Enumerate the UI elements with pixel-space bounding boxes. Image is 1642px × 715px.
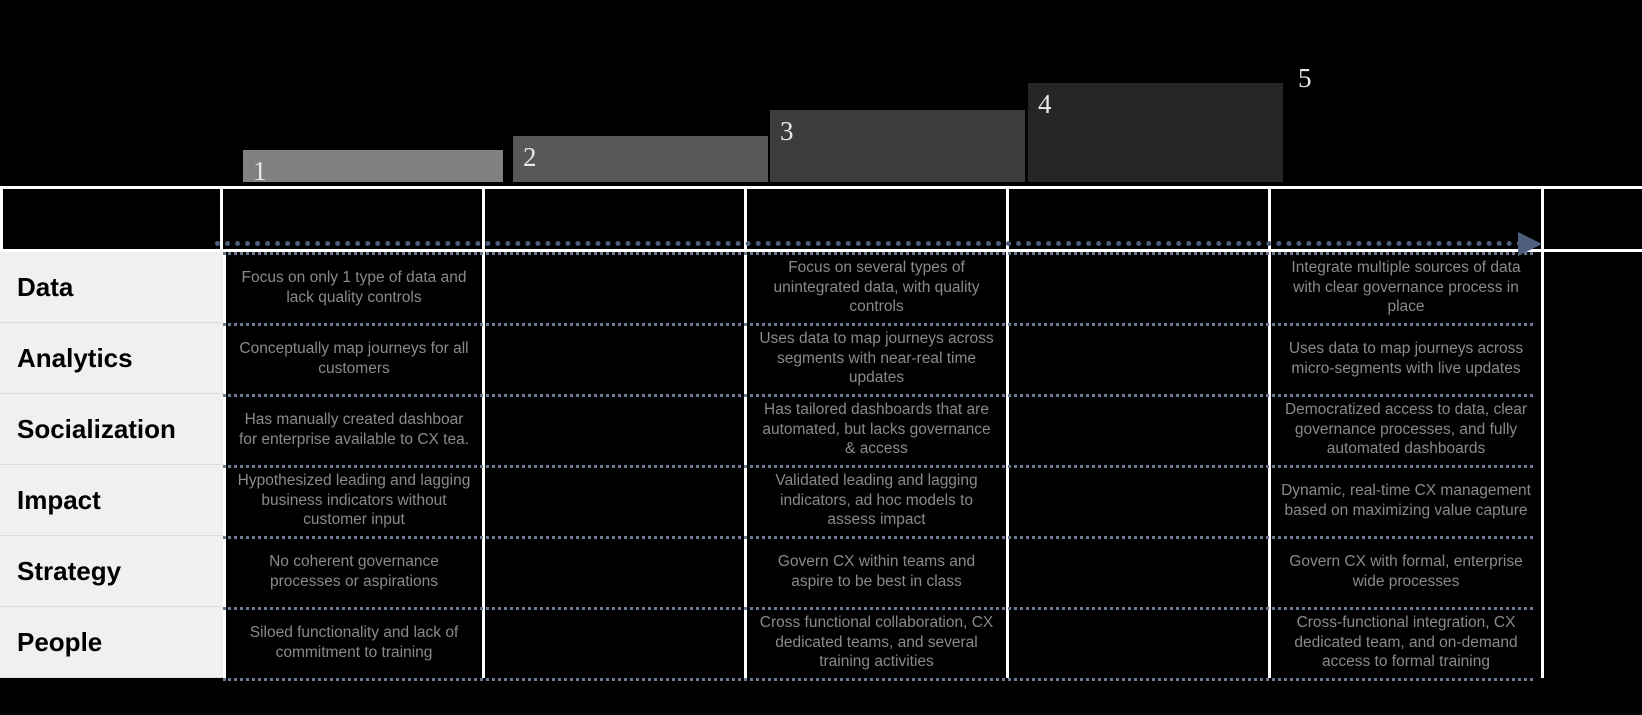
matrix-cell-socialization-level-5[interactable]: Democratized access to data, clear gover… [1271,394,1544,465]
staircase-step-label-2: 2 [523,142,537,172]
matrix-cell-strategy-level-1[interactable]: No coherent governance processes or aspi… [223,536,485,607]
matrix-cell-data-level-1[interactable]: Focus on only 1 type of data and lack qu… [223,252,485,323]
matrix-cell-people-level-4[interactable] [1009,607,1271,678]
matrix-cell-impact-level-5[interactable]: Dynamic, real-time CX management based o… [1271,465,1544,536]
matrix-cell-strategy-level-5[interactable]: Govern CX with formal, enterprise wide p… [1271,536,1544,607]
matrix-cell-socialization-level-4[interactable] [1009,394,1271,465]
staircase-step-label-3: 3 [780,116,794,146]
matrix-cell-strategy-level-4[interactable] [1009,536,1271,607]
staircase-step-4 [1028,83,1283,182]
matrix-column-header-5[interactable] [1271,189,1544,249]
matrix-cell-people-level-3[interactable]: Cross functional collaboration, CX dedic… [747,607,1009,678]
matrix-cell-socialization-level-1[interactable]: Has manually created dashboar for enterp… [223,394,485,465]
matrix-corner-header [0,189,223,249]
matrix-row-label-people: People [0,607,223,678]
matrix-row-label-analytics: Analytics [0,323,223,394]
maturity-staircase: 1 2 3 4 5 [0,0,1642,186]
matrix-column-header-1[interactable] [223,189,485,249]
staircase-step-label-5: 5 [1298,63,1312,93]
matrix-cell-people-level-5[interactable]: Cross-functional integration, CX dedicat… [1271,607,1544,678]
matrix-cell-people-level-1[interactable]: Siloed functionality and lack of commitm… [223,607,485,678]
row-separator [223,678,1533,681]
maturity-progression-arrow-line [215,241,1533,247]
matrix-cell-data-level-4[interactable] [1009,252,1271,323]
matrix-cell-impact-level-4[interactable] [1009,465,1271,536]
matrix-cell-strategy-level-2[interactable] [485,536,747,607]
matrix-cell-impact-level-3[interactable]: Validated leading and lagging indicators… [747,465,1009,536]
matrix-cell-analytics-level-4[interactable] [1009,323,1271,394]
matrix-cell-people-level-2[interactable] [485,607,747,678]
matrix-row-label-data: Data [0,252,223,323]
matrix-cell-data-level-2[interactable] [485,252,747,323]
matrix-cell-data-level-5[interactable]: Integrate multiple sources of data with … [1271,252,1544,323]
matrix-header-row [0,186,1642,252]
staircase-step-2 [513,136,768,182]
matrix-column-header-4[interactable] [1009,189,1271,249]
matrix-cell-analytics-level-2[interactable] [485,323,747,394]
matrix-cell-analytics-level-3[interactable]: Uses data to map journeys across segment… [747,323,1009,394]
matrix-row-label-impact: Impact [0,465,223,536]
matrix-row-label-socialization: Socialization [0,394,223,465]
matrix-cell-analytics-level-1[interactable]: Conceptually map journeys for all custom… [223,323,485,394]
matrix-column-header-2[interactable] [485,189,747,249]
maturity-progression-arrow-head [1518,232,1542,256]
matrix-column-header-3[interactable] [747,189,1009,249]
staircase-step-label-1: 1 [253,156,267,186]
matrix-cell-strategy-level-3[interactable]: Govern CX within teams and aspire to be … [747,536,1009,607]
matrix-cell-impact-level-1[interactable]: Hypothesized leading and lagging busines… [223,465,485,536]
matrix-cell-analytics-level-5[interactable]: Uses data to map journeys across micro-s… [1271,323,1544,394]
staircase-step-label-4: 4 [1038,89,1052,119]
staircase-step-1 [243,150,503,182]
matrix-cell-socialization-level-2[interactable] [485,394,747,465]
staircase-step-5 [1288,57,1543,182]
matrix-cell-socialization-level-3[interactable]: Has tailored dashboards that are automat… [747,394,1009,465]
matrix-cell-impact-level-2[interactable] [485,465,747,536]
staircase-step-3 [770,110,1025,182]
matrix-row-label-strategy: Strategy [0,536,223,607]
matrix-cell-data-level-3[interactable]: Focus on several types of unintegrated d… [747,252,1009,323]
